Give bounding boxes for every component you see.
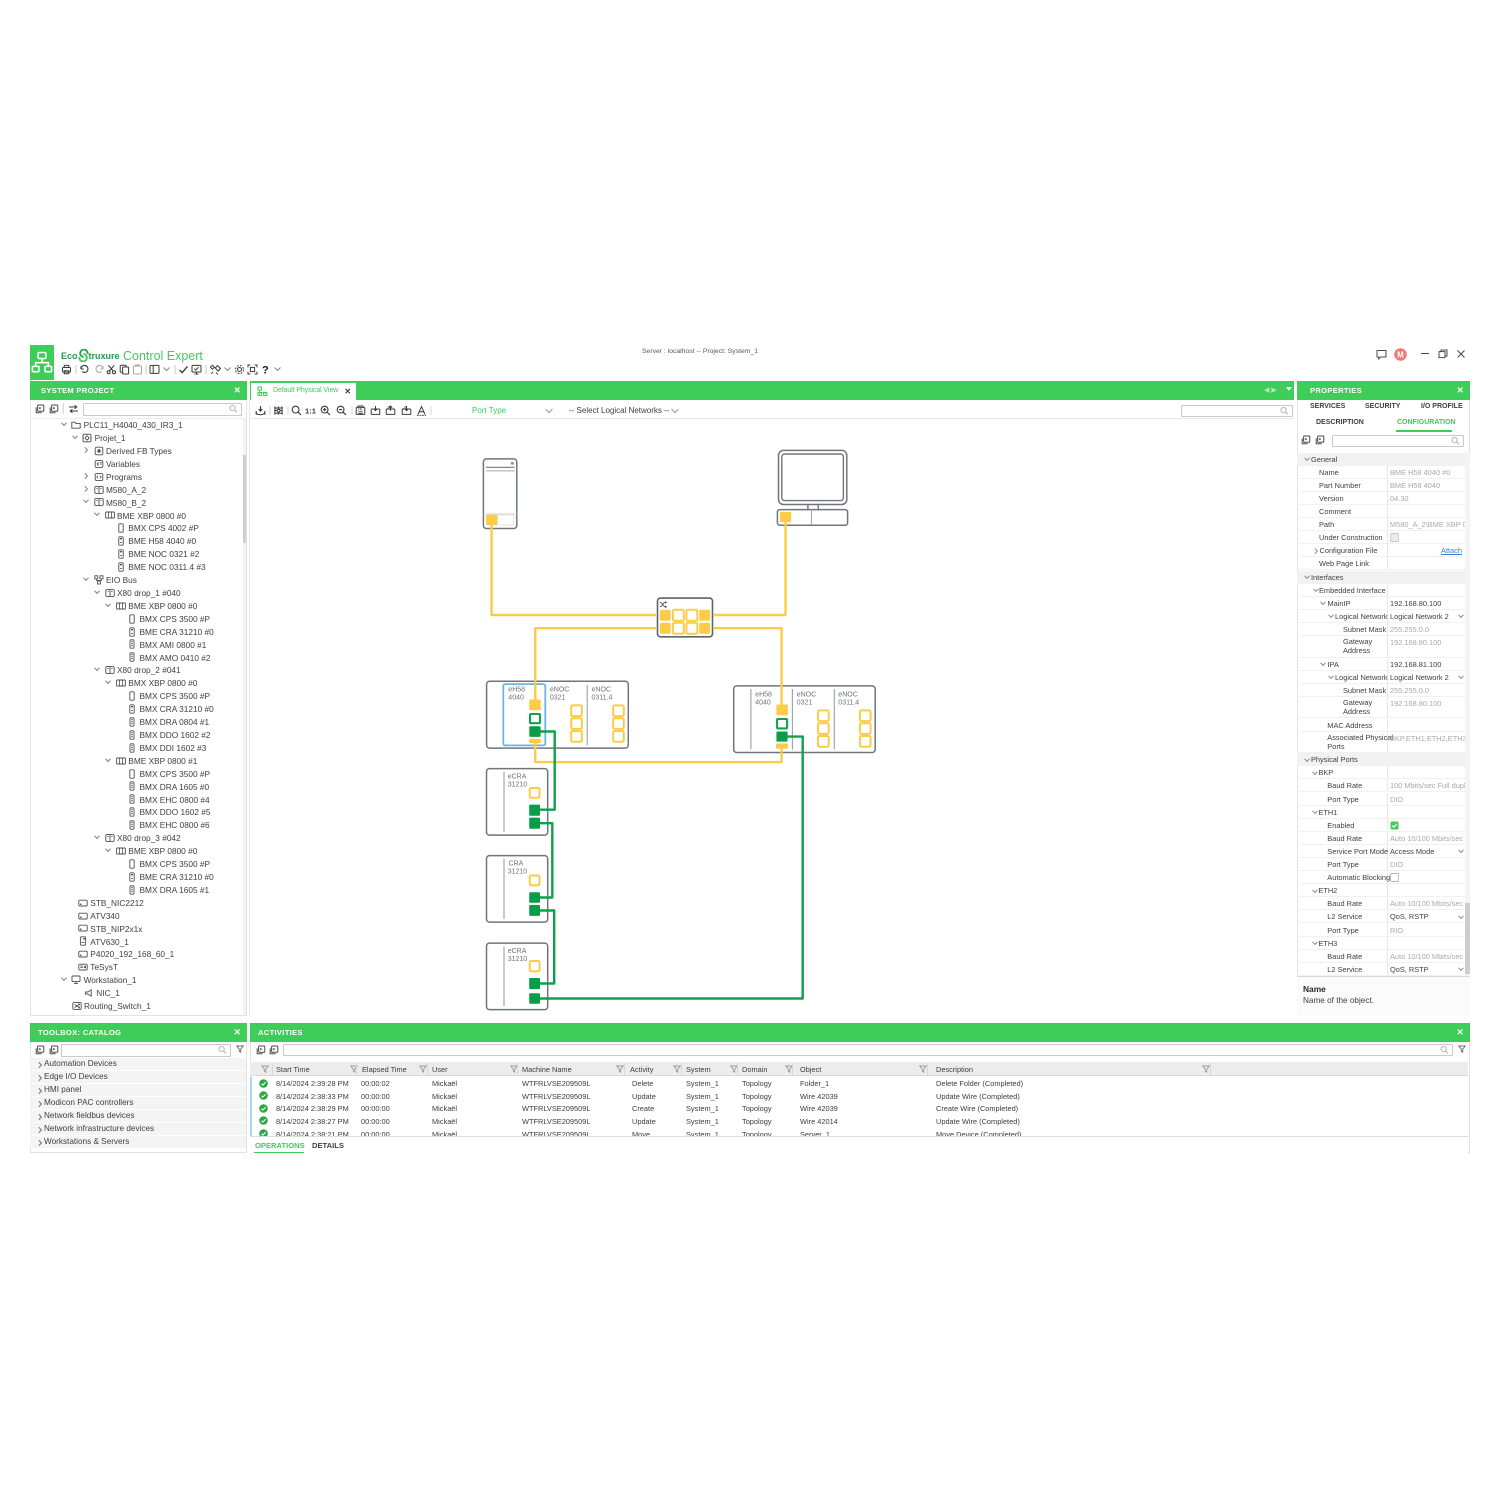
svg-text:CRA: CRA	[509, 860, 524, 867]
svg-text:31210: 31210	[508, 869, 528, 876]
svg-text:31210: 31210	[508, 956, 528, 963]
svg-text:eNOC: eNOC	[797, 691, 816, 698]
svg-text:eH58: eH58	[508, 687, 525, 694]
svg-text:1:1: 1:1	[305, 406, 317, 415]
svg-text:JN: JN	[403, 405, 408, 409]
svg-text:0321: 0321	[797, 699, 813, 706]
svg-text:eCRA: eCRA	[508, 773, 527, 780]
svg-text:4040: 4040	[508, 695, 524, 702]
svg-text:0311.4: 0311.4	[838, 699, 859, 706]
svg-text:FN: FN	[358, 407, 363, 411]
svg-text:JP: JP	[387, 405, 392, 409]
svg-text:eCRA: eCRA	[508, 948, 527, 955]
svg-text:4040: 4040	[755, 699, 771, 706]
svg-text:?: ?	[262, 364, 269, 375]
svg-text:0311.4: 0311.4	[592, 695, 613, 702]
svg-text:eNOC: eNOC	[838, 691, 857, 698]
svg-text:31210: 31210	[508, 782, 528, 789]
svg-text:0321: 0321	[550, 695, 566, 702]
svg-text:eH58: eH58	[755, 691, 772, 698]
svg-text:eNOC: eNOC	[550, 687, 569, 694]
svg-text:eNOC: eNOC	[592, 687, 611, 694]
svg-text:M: M	[1397, 350, 1404, 359]
